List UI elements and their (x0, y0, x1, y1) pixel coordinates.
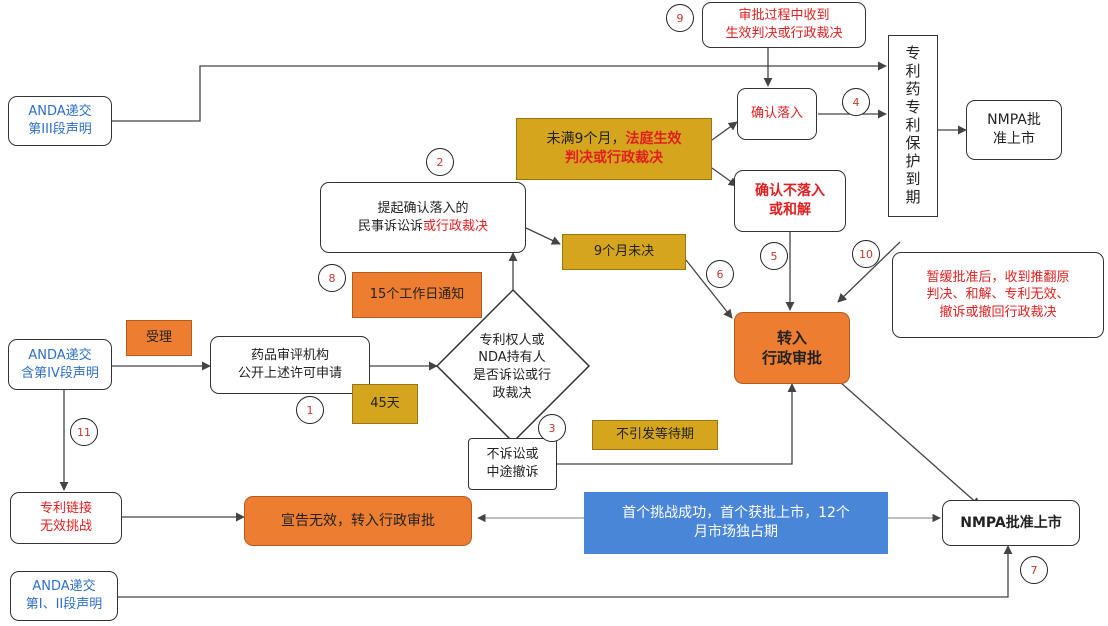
within-9-months-box: 未满9个月，法庭生效 判决或行政裁决 (516, 118, 712, 180)
step-8-marker: 8 (318, 264, 346, 292)
step-3-marker: 3 (538, 414, 566, 442)
step-4-marker: 4 (842, 88, 870, 116)
days-45-box: 45天 (352, 384, 418, 424)
lawsuit-text: 提起确认落入的 民事诉讼诉 (357, 200, 469, 234)
step-10-marker: 10 (852, 240, 880, 268)
patent-challenge-box: 专利链接 无效挑战 (10, 492, 122, 544)
suspend-note-box: 暂缓批准后，收到推翻原 判决、和解、专利无效、 撤诉或撤回行政裁决 (892, 252, 1104, 338)
step-2-marker: 2 (426, 148, 454, 176)
anda-i-ii-box: ANDA递交 第I、II段声明 (10, 571, 118, 621)
step-6-marker: 6 (706, 260, 734, 288)
within-9-text: 未满9个月， (546, 131, 626, 148)
decision-diamond-text: 专利权人或 NDA持有人 是否诉讼或行 政裁决 (472, 332, 551, 401)
lawsuit-box: 提起确认落入的 民事诉讼诉或行政裁决 (320, 182, 526, 253)
patent-expiry-box: 专利药专利保护到期 (888, 35, 938, 217)
nmpa-bottom-box: NMPA批准上市 (942, 500, 1080, 546)
transfer-review-box: 转入 行政审批 (734, 312, 850, 384)
first-challenge-box: 首个挑战成功，首个获批上市，12个 月市场独占期 (584, 492, 888, 554)
step-11-marker: 11 (70, 418, 98, 446)
nmpa-top-box: NMPA批 准上市 (966, 100, 1062, 160)
step-1-marker: 1 (296, 396, 324, 424)
step-9-marker: 9 (666, 4, 694, 32)
approval-in-progress-box: 审批过程中收到 生效判决或行政裁决 (702, 2, 866, 48)
step-7-marker: 7 (1020, 556, 1048, 584)
confirm-in-box: 确认落入 (737, 88, 817, 140)
anda-iv-box: ANDA递交 含第IV段声明 (8, 339, 112, 390)
accept-box: 受理 (126, 320, 192, 356)
no-suit-box: 不诉讼或 中途撤诉 (468, 438, 557, 490)
lawsuit-text-red: 或行政裁决 (423, 218, 489, 234)
no-wait-box: 不引发等待期 (592, 420, 718, 450)
within-9-text-red: 法庭生效 判决或行政裁决 (564, 131, 682, 166)
confirm-not-in-box: 确认不落入 或和解 (734, 170, 846, 232)
anda-iii-box: ANDA递交 第III段声明 (8, 96, 112, 146)
nine-months-undecided-box: 9个月未决 (562, 234, 686, 270)
step-5-marker: 5 (760, 242, 788, 270)
publish-box: 药品审评机构 公开上述许可申请 (210, 336, 370, 394)
declare-invalid-box: 宣告无效，转入行政审批 (244, 496, 472, 546)
workdays-15-box: 15个工作日通知 (352, 272, 482, 318)
